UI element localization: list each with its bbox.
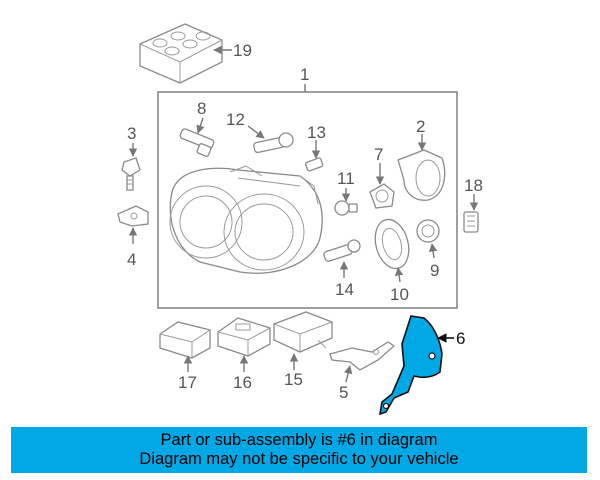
- label-10: 10: [390, 285, 409, 304]
- banner-line-2: Diagram may not be specific to your vehi…: [139, 450, 459, 468]
- headlamp-body: [169, 165, 323, 274]
- label-3: 3: [127, 124, 136, 143]
- part-19: [139, 23, 223, 84]
- part-2: [397, 149, 446, 201]
- label-4: 4: [127, 250, 136, 269]
- part-4: [117, 205, 149, 227]
- part-info-banner: Part or sub-assembly is #6 in diagram Di…: [11, 427, 587, 473]
- part-6-highlighted: [378, 315, 443, 416]
- label-5: 5: [339, 383, 348, 402]
- part-14: [323, 239, 361, 262]
- label-19: 19: [233, 41, 252, 60]
- part-10: [374, 218, 410, 270]
- part-15: [273, 311, 333, 353]
- label-7: 7: [374, 145, 383, 164]
- label-17: 17: [178, 373, 197, 392]
- label-18: 18: [464, 176, 483, 195]
- label-15: 15: [284, 370, 303, 389]
- label-14: 14: [335, 280, 354, 299]
- label-12: 12: [226, 110, 245, 129]
- part-5: [329, 341, 396, 371]
- part-12: [253, 132, 294, 154]
- part-9: [416, 219, 440, 243]
- part-16: [217, 317, 271, 357]
- headlamp-assembly-frame: [157, 91, 458, 309]
- label-2: 2: [416, 117, 425, 136]
- label-16: 16: [233, 373, 252, 392]
- label-6: 6: [456, 329, 465, 348]
- part-18: [463, 211, 479, 233]
- banner-line-1: Part or sub-assembly is #6 in diagram: [160, 431, 438, 449]
- label-8: 8: [197, 99, 206, 118]
- part-3: [121, 157, 141, 191]
- part-8: [179, 128, 215, 157]
- part-11: [334, 200, 358, 216]
- label-1: 1: [300, 65, 309, 84]
- part-17: [159, 321, 211, 359]
- label-9: 9: [430, 261, 439, 280]
- part-7: [369, 183, 395, 209]
- label-13: 13: [307, 123, 326, 142]
- part-13: [305, 157, 324, 172]
- label-11: 11: [337, 169, 355, 188]
- parts-diagram: 1 19 8 12 13: [117, 23, 483, 416]
